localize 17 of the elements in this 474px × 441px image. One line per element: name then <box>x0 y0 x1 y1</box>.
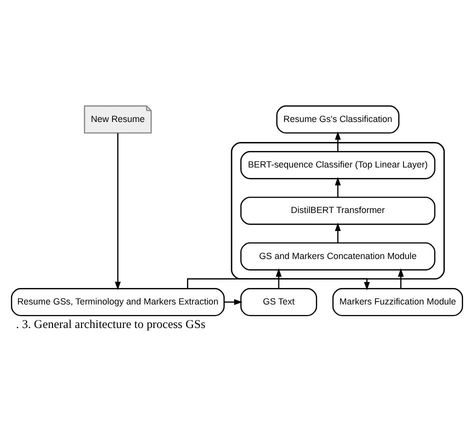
node-box: BERT-sequence Classifier (Top Linear Layer) <box>240 151 436 180</box>
arrow <box>114 133 121 290</box>
arrow <box>334 131 341 152</box>
node-box: Resume GSs, Terminology and Markers Extraction <box>10 288 225 316</box>
arrow <box>187 278 370 290</box>
arrow <box>334 177 341 198</box>
node-box: DistilBERT Transformer <box>240 196 436 225</box>
node-box: GS and Markers Concatenation Module <box>240 242 436 270</box>
arrow <box>224 299 243 306</box>
arrow <box>276 268 282 288</box>
node-box: Markers Fuzzification Module <box>332 288 464 316</box>
arrow <box>334 222 341 243</box>
arrow <box>398 268 404 288</box>
cluster <box>230 142 445 280</box>
caption: . 3. General architecture to process GSs <box>16 317 206 332</box>
node-box: GS Text <box>240 288 318 316</box>
node-box: Resume Gs's Classification <box>276 105 400 134</box>
